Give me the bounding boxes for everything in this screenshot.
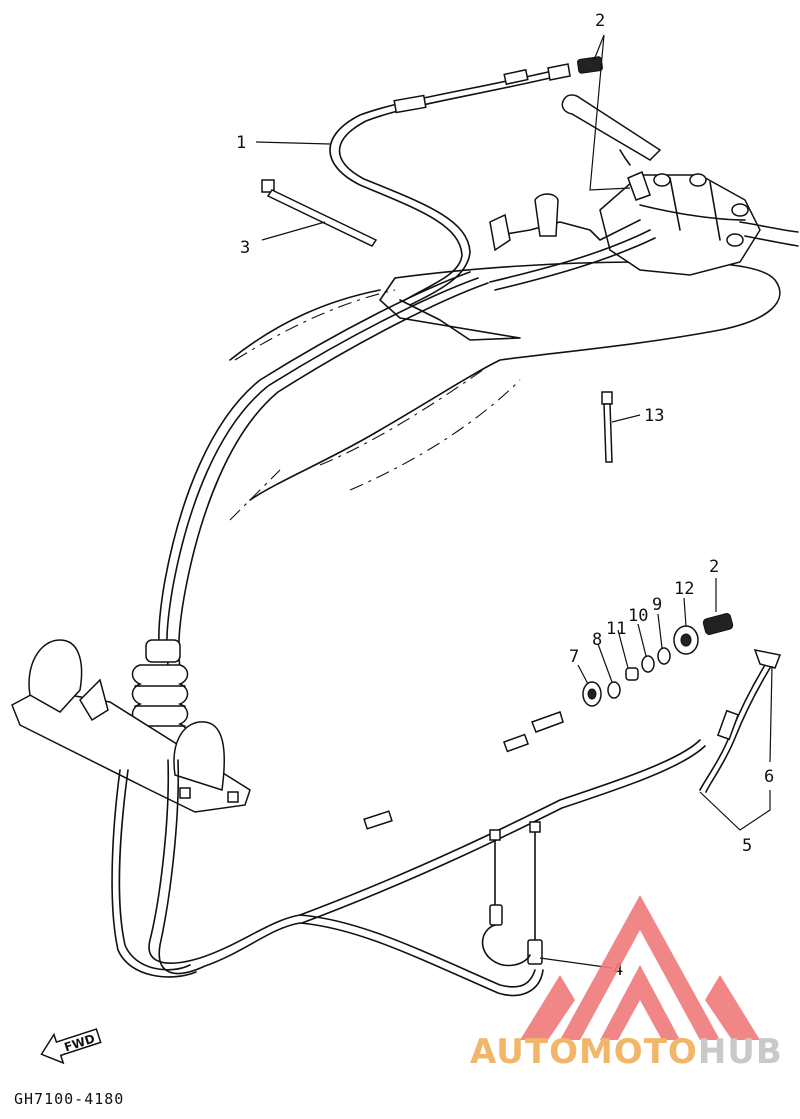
- mounting-bracket: [11, 639, 251, 813]
- callout-9: 9: [652, 595, 662, 615]
- callout-5: 5: [742, 836, 752, 856]
- leader-lines: [255, 34, 773, 969]
- callout-11: 11: [606, 619, 626, 639]
- small-parts: [582, 613, 734, 707]
- drawing-code: GH7100-4180: [14, 1090, 125, 1108]
- callout-1: 1: [236, 133, 246, 153]
- callout-10: 10: [628, 606, 648, 626]
- callout-12: 12: [674, 579, 694, 599]
- watermark-wordmark: AUTOMOTOHUB: [470, 1032, 783, 1072]
- callouts: 1 2 3 13 2 12 9 10 11 8 7 6 5 4: [236, 11, 774, 980]
- fwd-label: FWD: [62, 1031, 96, 1054]
- fwd-arrow: FWD: [40, 1028, 102, 1065]
- throttle-cable: [329, 56, 603, 306]
- callout-8: 8: [592, 630, 602, 650]
- cable-bundle: [158, 229, 656, 671]
- cable-6: [699, 649, 782, 793]
- watermark-logo-icon: [520, 895, 760, 1040]
- callout-7: 7: [569, 647, 579, 667]
- hull-outline: [229, 261, 781, 521]
- callout-13: 13: [644, 406, 664, 426]
- callout-2-lower: 2: [709, 557, 719, 577]
- handlebar-assembly: [489, 94, 799, 276]
- watermark-word-part2: HUB: [697, 1032, 783, 1072]
- watermark-word-part1: AUTOMOTO: [470, 1032, 698, 1072]
- cable-ties: [261, 179, 613, 463]
- callout-3: 3: [240, 238, 250, 258]
- cable-ends-4: [481, 821, 543, 967]
- callout-6: 6: [764, 767, 774, 787]
- callout-2-top: 2: [595, 11, 605, 31]
- lower-cable-loop: [111, 711, 706, 997]
